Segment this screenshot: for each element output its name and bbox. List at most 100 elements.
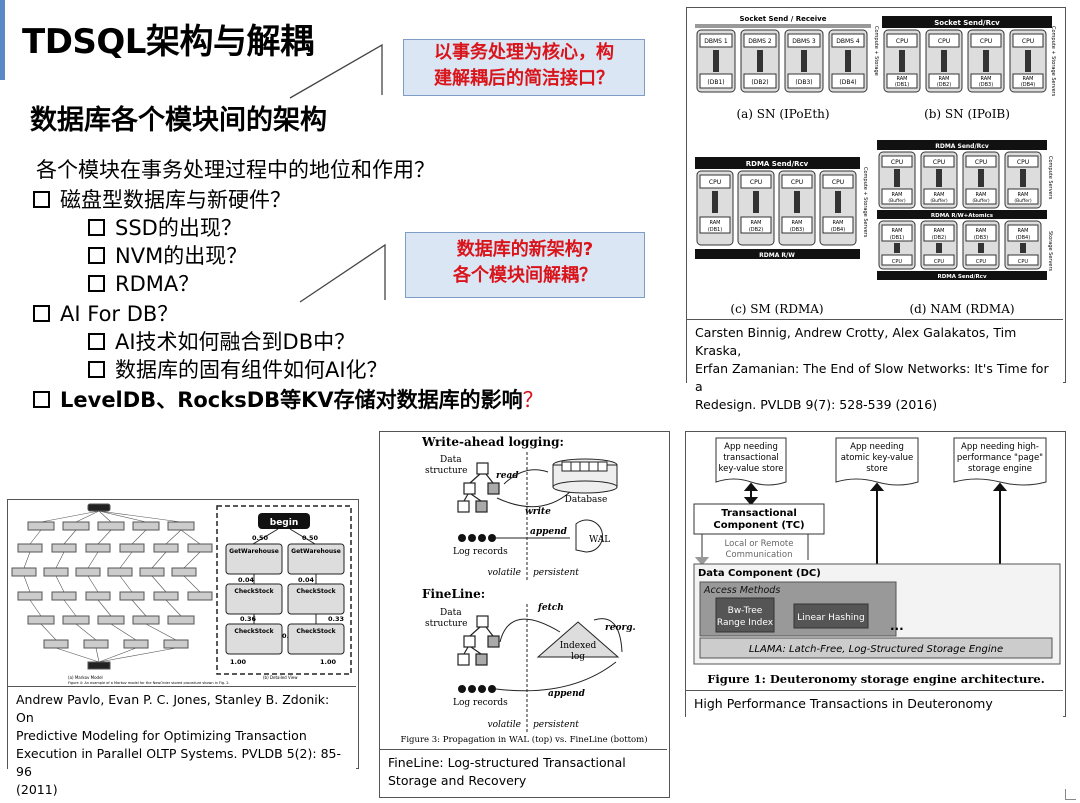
db-label: (DB2) [749, 227, 763, 233]
panel-d-storage-label: Storage Servers [1047, 231, 1053, 272]
data-label: Data [440, 455, 462, 465]
checkbox-icon [33, 190, 50, 208]
wal-label: WAL [589, 535, 610, 545]
caption-line: (2011) [16, 782, 58, 797]
bwtree-box [715, 597, 775, 633]
slide-title: TDSQL架构与解耦 [22, 22, 314, 62]
wal-figure-note: Figure 3: Propagation in WAL (top) vs. F… [400, 734, 647, 745]
db-label: (DB4) [1021, 82, 1035, 88]
db-label: (DB1) [708, 227, 722, 233]
local-label: Local or Remote [725, 539, 794, 549]
caption-line: Predictive Modeling for Optimizing Trans… [16, 728, 307, 743]
write-label: write [525, 507, 551, 517]
ram-label: RAM [1017, 192, 1028, 198]
cpu-label: CPU [934, 259, 945, 265]
prob-label: 0.04 [238, 576, 255, 584]
fetch-arrow [499, 618, 561, 643]
app-text: App needing [850, 442, 904, 452]
node-label: CheckStock [234, 588, 274, 595]
ram-label: RAM [1017, 228, 1028, 234]
volatile-label: volatile [488, 720, 521, 730]
dots-label: ... [890, 619, 904, 633]
caption-line: Erfan Zamanian: The End of Slow Networks… [695, 361, 1049, 394]
bullet-text: 磁盘型数据库与新硬件？ [60, 188, 291, 212]
log-records-label: Log records [453, 698, 508, 708]
bwtree-label: Bw-Tree [728, 606, 763, 616]
panel-a-socket-label: Socket Send / Receive [740, 15, 827, 23]
llama-label: LLAMA: Latch-Free, Log-Structured Storag… [749, 644, 1003, 655]
access-label: Access Methods [703, 585, 780, 596]
checkbox-icon [88, 360, 105, 378]
log-label: log [571, 652, 585, 662]
log-records-dots [458, 534, 496, 542]
dbms-label: DBMS 3 [792, 38, 816, 45]
callout-new-architecture: 数据库的新架构? 各个模块间解耦？ [405, 232, 645, 298]
dbms-label: DBMS 1 [704, 38, 728, 45]
cpu-label: CPU [1018, 259, 1029, 265]
checkbox-icon [33, 304, 50, 322]
callout-core-interface: 以事务处理为核心，构 建解耦后的简洁接口？ [403, 39, 645, 96]
prob-label: 0.50 [302, 534, 319, 542]
buffer-label: (Buffer) [930, 198, 947, 204]
slide-corner-mark [1065, 789, 1076, 800]
prob-label: 1.00 [230, 658, 247, 666]
bullet-ai: AI For DB？ [33, 298, 178, 328]
panel-a: Socket Send / Receive DBMS 1(DB1) DBMS 2… [695, 15, 879, 121]
ram-label: RAM [896, 76, 907, 82]
app-text: transactional [723, 453, 779, 463]
app-text: App needing high- [961, 442, 1039, 452]
db-label: (DB1) [890, 235, 904, 241]
data-structure-tree [457, 462, 500, 513]
persistent-label: persistent [533, 568, 579, 578]
ram-label: RAM [891, 228, 902, 234]
log-records-dots [458, 685, 496, 693]
caption-line: Storage and Recovery [388, 773, 527, 788]
deut-caption: High Performance Transactions in Deutero… [686, 690, 1063, 717]
wal-icon [575, 519, 604, 553]
bullet-text: LevelDB、RocksDB等KV存储对数据库的影响 [60, 388, 523, 412]
append-label: append [530, 527, 568, 537]
bullet-rdma: RDMA？ [88, 268, 199, 298]
ram-label: RAM [938, 76, 949, 82]
panel-d-compute-label: Compute Servers [1047, 156, 1053, 200]
db-label: (DB1) [707, 79, 724, 86]
ram-label: RAM [975, 228, 986, 234]
write-arrow [496, 491, 571, 508]
node-label: GetWarehouse [291, 548, 341, 555]
checkbox-icon [88, 332, 105, 350]
caption-line: FineLine: Log-structured Transactional [388, 755, 626, 770]
dc-label: Data Component (DC) [698, 568, 821, 579]
node-label: CheckStock [296, 628, 336, 635]
structure-label: structure [425, 619, 467, 629]
bullet-intro: 各个模块在事务处理过程中的地位和作用？ [36, 154, 435, 184]
app-text: performance "page" [957, 453, 1043, 463]
bullet-text: AI For DB？ [60, 302, 179, 326]
cpu-label: CPU [832, 179, 844, 186]
read-label: read [496, 471, 519, 481]
bullet-kv-storage: LevelDB、RocksDB等KV存储对数据库的影响？ [33, 384, 544, 414]
cpu-label: CPU [892, 259, 903, 265]
panel-d-send2-label: RDMA Send/Rcv [937, 274, 986, 280]
db-label: (DB4) [839, 79, 856, 86]
indexed-log-triangle [536, 621, 620, 658]
prob-label: 1.00 [320, 658, 337, 666]
markov-detail: begin 0.50 0.50 GetWarehouse GetWarehous… [225, 513, 345, 666]
bullet-ai-components: 数据库的固有组件如何AI化？ [88, 354, 388, 384]
prob-label: 0.04 [298, 576, 315, 584]
reorg-arrow [593, 618, 623, 653]
panel-b-side-label: Compute + Storage Servers [1050, 26, 1056, 97]
callout-line: 以事务处理为核心，构 [434, 42, 614, 63]
checkbox-icon [88, 218, 105, 236]
bullet-ai-fuse: AI技术如何融合到DB中？ [88, 326, 355, 356]
ram-label: RAM [750, 220, 761, 226]
rdma-diagram: Socket Send / Receive DBMS 1(DB1) DBMS 2… [695, 15, 1056, 316]
app-doc-1: App needing transactional key-value stor… [715, 437, 787, 486]
app-doc-3: App needing high- performance "page" sto… [953, 437, 1047, 486]
caption-line: Execution in Parallel OLTP Systems. PVLD… [16, 746, 341, 779]
read-arrow [503, 469, 549, 485]
cpu-label: CPU [933, 159, 945, 166]
detail-view-frame [216, 505, 352, 675]
ram-label: RAM [975, 192, 986, 198]
